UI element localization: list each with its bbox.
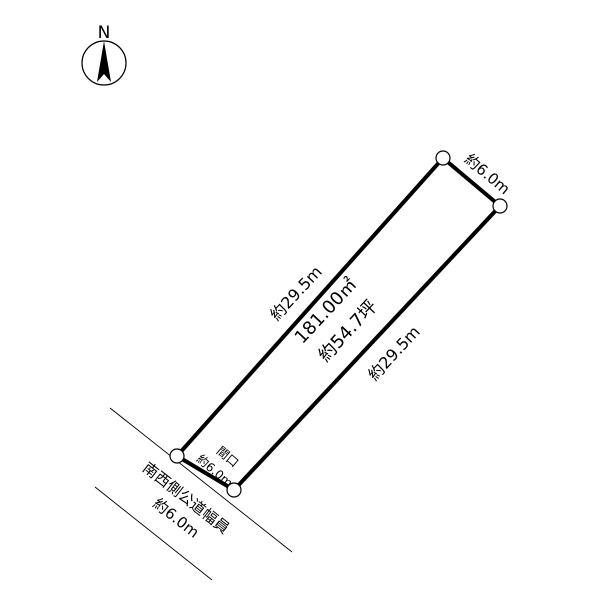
corner-marker-n xyxy=(435,150,451,166)
road-edge-sw xyxy=(94,486,213,581)
compass-letter: N xyxy=(98,23,111,43)
north-arrow-icon xyxy=(97,41,111,82)
corner-marker-w xyxy=(169,448,185,464)
corner-markers xyxy=(169,150,508,498)
side-label-southeast: 約29.5m xyxy=(364,322,424,384)
corner-marker-s xyxy=(226,482,242,498)
compass: N xyxy=(81,23,127,86)
side-label-northeast: 約6.0m xyxy=(461,150,514,198)
road-edges xyxy=(94,407,293,581)
road-edge-ne xyxy=(109,407,293,553)
lot-boundary xyxy=(173,155,503,493)
corner-marker-e xyxy=(492,198,508,214)
